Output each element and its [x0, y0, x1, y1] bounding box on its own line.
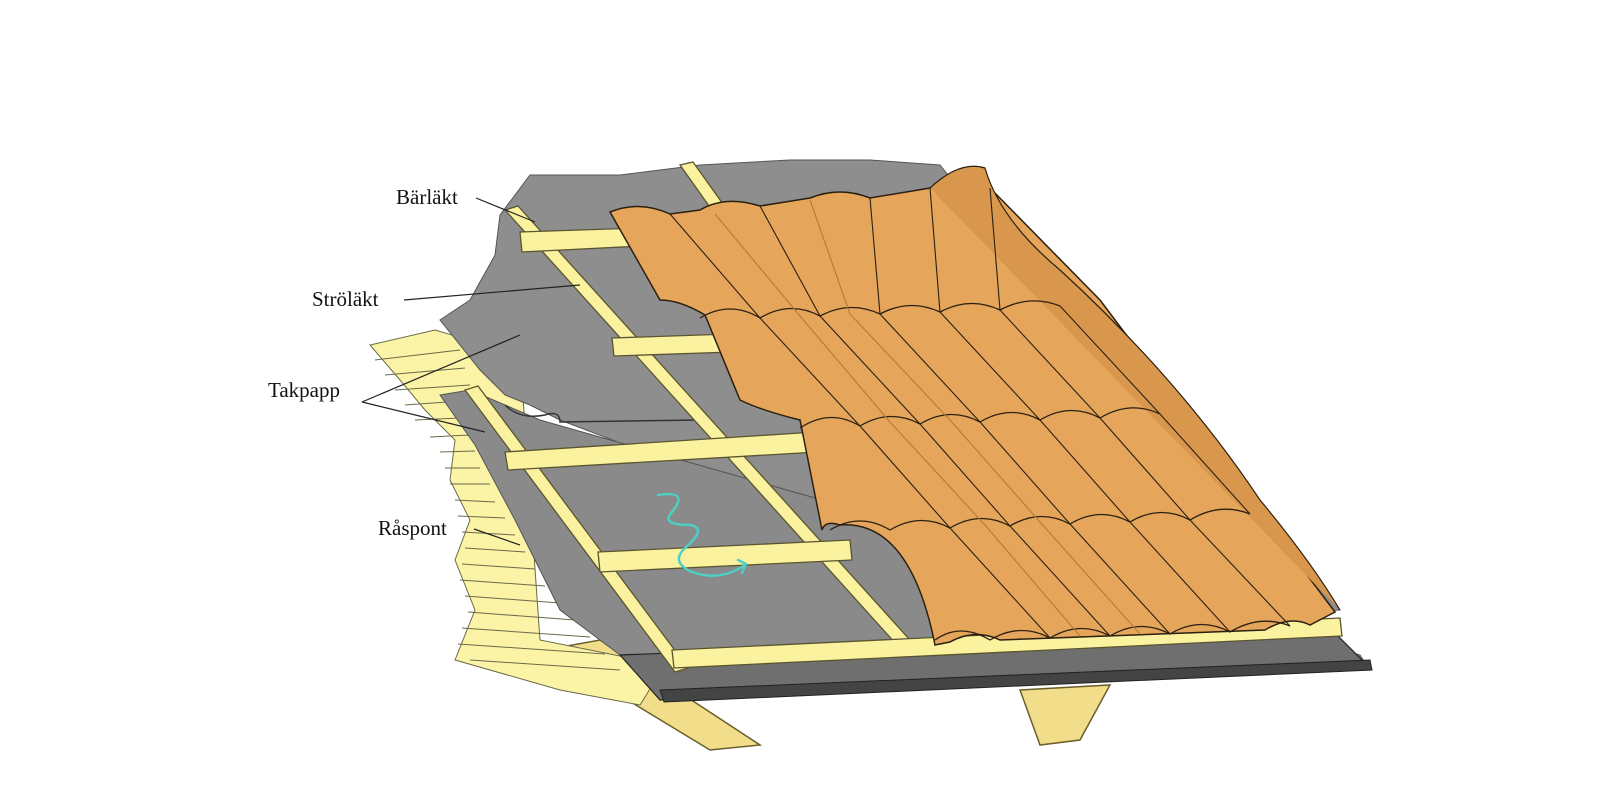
leader-takpapp-2: [361, 401, 486, 433]
label-takpapp: Takpapp: [268, 378, 341, 402]
leader-strolakt: [403, 284, 581, 301]
label-barlakt: Bärläkt: [396, 185, 458, 209]
rafter-right: [1018, 684, 1112, 746]
leader-takpapp-1: [361, 334, 521, 403]
barlakt-4: [597, 539, 853, 573]
leader-raspont: [473, 528, 521, 546]
label-raspont: Råspont: [378, 516, 447, 540]
leader-lines: [361, 197, 581, 546]
tile-column-lines: [669, 187, 1291, 639]
airflow-arrow: [656, 492, 748, 577]
tile-right-edge: [929, 165, 1341, 611]
label-strolakt: Ströläkt: [312, 287, 379, 311]
roof-tiles: [608, 165, 1341, 646]
leader-barlakt: [475, 197, 536, 223]
takpapp-curl: [504, 404, 701, 423]
